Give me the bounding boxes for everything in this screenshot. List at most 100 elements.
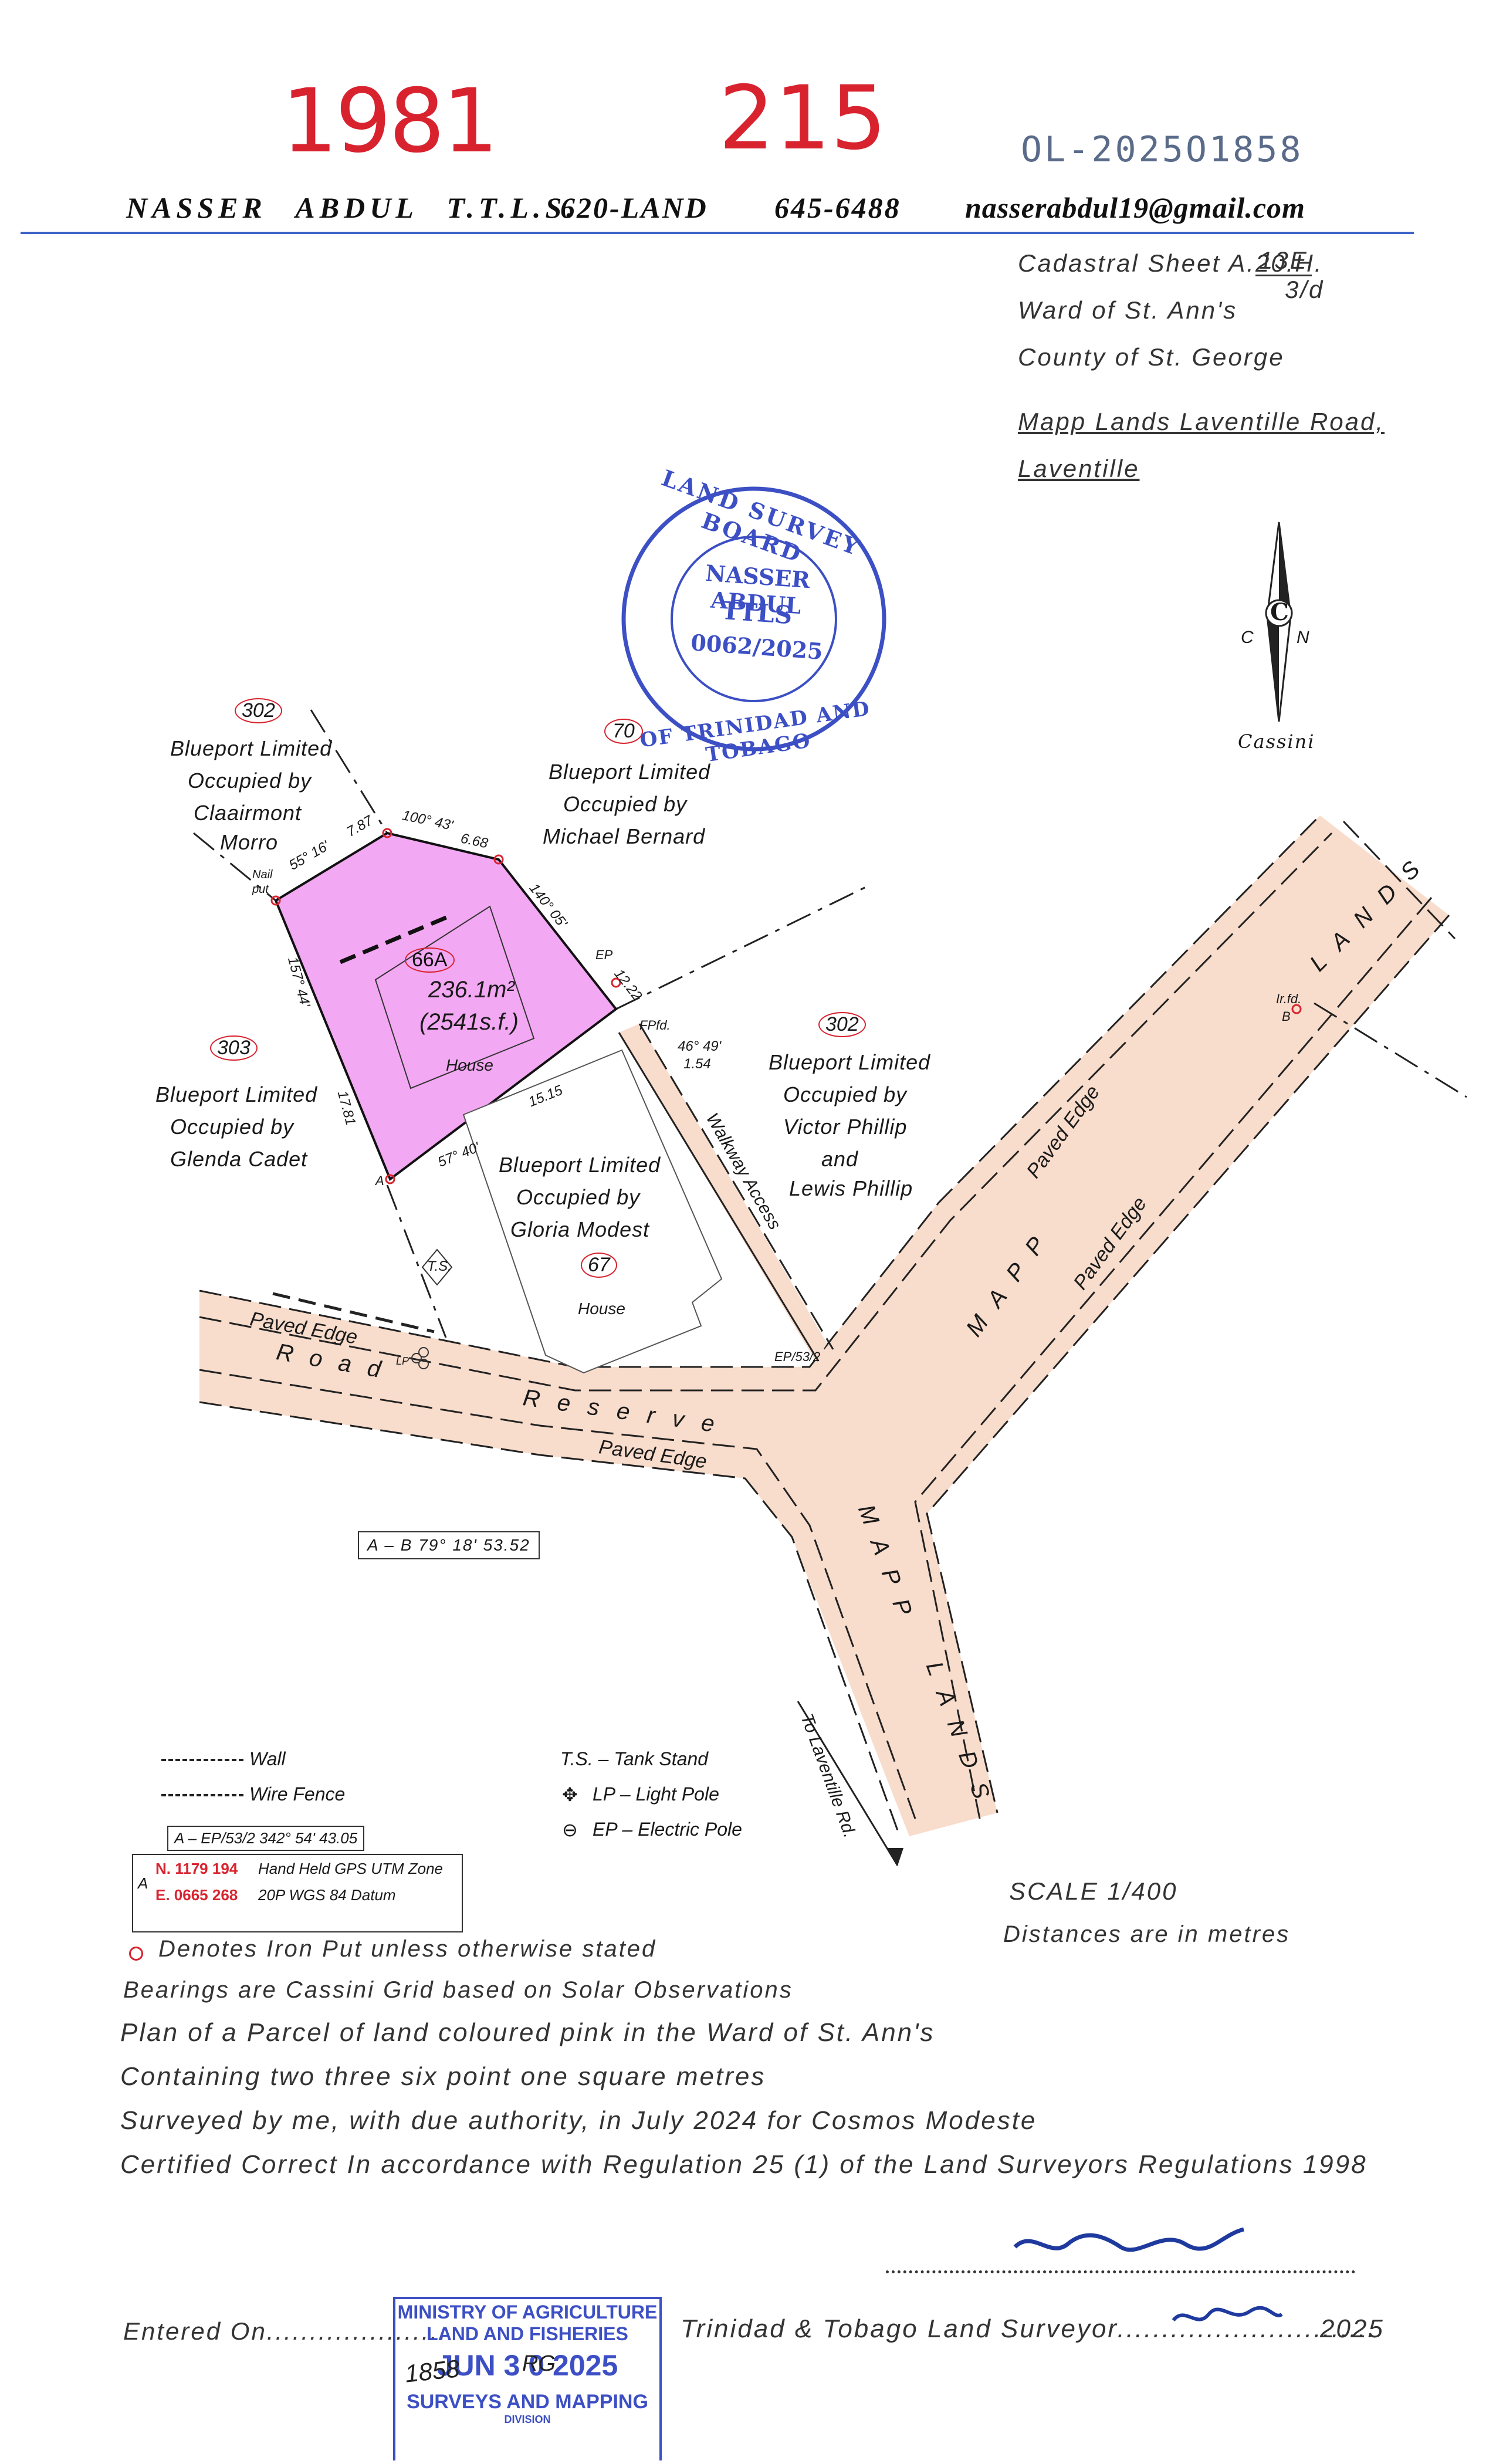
road-edge bbox=[1342, 820, 1456, 940]
header-rule bbox=[21, 232, 1414, 234]
signature bbox=[1013, 2227, 1244, 2252]
ts-label: T.S. bbox=[427, 1258, 452, 1274]
scale-label: SCALE 1/400 bbox=[1009, 1877, 1178, 1905]
plan-number-left: 1981 bbox=[282, 70, 499, 172]
parcel-302-r-l2: Occupied by bbox=[783, 1082, 908, 1106]
parcel-302-tl-l4: Morro bbox=[220, 830, 279, 854]
sheet-numerator: 13E bbox=[1255, 246, 1312, 276]
put-label: put bbox=[252, 883, 269, 896]
survey-board-stamp bbox=[621, 486, 886, 752]
note-bearings: Bearings are Cassini Grid based on Solar… bbox=[123, 1977, 793, 2003]
legend-wall: Wall bbox=[249, 1748, 286, 1769]
house-67 bbox=[462, 1049, 723, 1374]
gps-easting-desc: 20P WGS 84 Datum bbox=[258, 1886, 396, 1904]
footer-year: 2025 bbox=[1320, 2314, 1385, 2343]
road-edge bbox=[199, 1369, 916, 1819]
parcel-70-l1: Blueport Limited bbox=[549, 760, 711, 784]
surveyor-line: Trinidad & Tobago Land Surveyor.........… bbox=[681, 2314, 1376, 2343]
legend-lp: LP – Light Pole bbox=[593, 1783, 719, 1805]
gps-row1: A – EP/53/2 342° 54' 43.05 bbox=[167, 1826, 365, 1851]
to-laventille-arrow bbox=[797, 1701, 899, 1866]
lp-label: LP bbox=[396, 1355, 409, 1367]
gps-northing-desc: Hand Held GPS UTM Zone bbox=[258, 1860, 444, 1877]
sheet-denominator: 3/d bbox=[1285, 276, 1325, 303]
surveyor-name: NASSER ABDUL T.T.L.S. bbox=[126, 191, 578, 224]
legend-ts: T.S. – Tank Stand bbox=[560, 1748, 709, 1769]
wall-segment bbox=[272, 1292, 435, 1333]
email: nasserabdul19@gmail.com bbox=[965, 191, 1305, 224]
parcel-67-num: 67 bbox=[581, 1253, 617, 1278]
reference-number: OL-2025O1858 bbox=[1021, 129, 1304, 170]
legend-lp-icon: ✥ bbox=[562, 1784, 578, 1805]
note-surveyed: Surveyed by me, with due authority, in J… bbox=[120, 2106, 1037, 2135]
road-edge bbox=[199, 832, 1333, 1392]
iron-puts bbox=[270, 828, 1302, 1184]
address-line-1: Mapp Lands Laventille Road, bbox=[1018, 408, 1385, 435]
cadastral-sheet: Cadastral Sheet A.20.H. bbox=[1018, 249, 1324, 277]
iron-put-symbol bbox=[129, 1947, 143, 1961]
parcel-66a-area-sf: (2541s.f.) bbox=[419, 1009, 519, 1035]
north-c: C bbox=[1270, 598, 1289, 626]
stamp-date: JUN 3 0 2025 bbox=[436, 2349, 618, 2382]
phone-number: 645-6488 bbox=[774, 191, 901, 224]
parcel-302-r-l4: and bbox=[821, 1147, 859, 1171]
parcel-67-house: House bbox=[578, 1299, 625, 1318]
parcel-67-l3: Gloria Modest bbox=[510, 1217, 650, 1241]
parcel-70-num: 70 bbox=[604, 719, 643, 744]
legend-wire-line bbox=[161, 1794, 243, 1796]
road-edge bbox=[199, 814, 1321, 1368]
parcel-302-tl-num: 302 bbox=[235, 698, 282, 723]
stamp-ministry-l3: SURVEYS AND MAPPING bbox=[407, 2391, 648, 2413]
fpfd-label: FPfd. bbox=[639, 1018, 671, 1033]
gps-northing: N. 1179 194 bbox=[155, 1860, 238, 1877]
light-pole-icon bbox=[411, 1347, 429, 1369]
ep-label: EP bbox=[595, 947, 613, 962]
note-containing: Containing two three six point one squar… bbox=[120, 2062, 766, 2091]
tank-stand bbox=[421, 1248, 453, 1286]
parcel-302-tl-l2: Occupied by bbox=[188, 769, 312, 793]
reserve-road-fill bbox=[199, 815, 1449, 1836]
ep-53-2-label: EP/53/2 bbox=[774, 1349, 821, 1364]
note-iron: Denotes Iron Put unless otherwise stated bbox=[158, 1936, 657, 1962]
bearing-box: A – B 79° 18' 53.52 bbox=[358, 1531, 540, 1559]
arrow-head bbox=[887, 1848, 903, 1866]
walkway-fill bbox=[619, 1024, 827, 1361]
north-c-label: C bbox=[1241, 628, 1254, 647]
parcel-302-tl-l1: Blueport Limited bbox=[170, 736, 333, 760]
irfd-label: Ir.fd. bbox=[1276, 991, 1302, 1006]
house-66a bbox=[374, 905, 535, 1089]
road-edge bbox=[914, 897, 1433, 1819]
gps-easting: E. 0665 268 bbox=[155, 1886, 238, 1904]
distance-4: 1.54 bbox=[683, 1056, 711, 1072]
stamp-hand-1858: 1858 bbox=[403, 2354, 461, 2388]
bearing-4: 46° 49' bbox=[678, 1038, 722, 1054]
parcel-303-num: 303 bbox=[210, 1035, 258, 1061]
road-network bbox=[199, 814, 1456, 1866]
parcel-66a-area: 236.1m² bbox=[428, 977, 515, 1003]
note-plan: Plan of a Parcel of land coloured pink i… bbox=[120, 2018, 935, 2047]
parcel-302-r-l5: Lewis Phillip bbox=[789, 1176, 913, 1200]
parcel-66a-house: House bbox=[446, 1056, 493, 1074]
parcel-302-r-num: 302 bbox=[818, 1012, 866, 1037]
stamp-hand-rg: RG bbox=[522, 2351, 556, 2376]
parcel-70-l2: Occupied by bbox=[563, 792, 688, 816]
gps-point-a: A bbox=[138, 1874, 148, 1892]
parcel-302-r-l3: Victor Phillip bbox=[783, 1115, 908, 1139]
point-a: A bbox=[375, 1173, 384, 1188]
wire-fences bbox=[193, 709, 1467, 1338]
ministry-stamp: MINISTRY OF AGRICULTURE LAND AND FISHERI… bbox=[393, 2297, 662, 2460]
wall-across bbox=[339, 913, 453, 964]
parcel-67-l2: Occupied by bbox=[516, 1185, 641, 1209]
legend-ep: EP – Electric Pole bbox=[593, 1819, 742, 1840]
walkway-edge bbox=[618, 1032, 820, 1362]
parcel-302-tl-l3: Claairmont bbox=[194, 801, 302, 825]
parcel-66a bbox=[274, 831, 618, 1182]
north-cassini: Cassini bbox=[1238, 730, 1315, 753]
stamp-ministry-l2: LAND AND FISHERIES bbox=[427, 2323, 628, 2344]
point-b: B bbox=[1282, 1009, 1291, 1024]
parcel-303-l1: Blueport Limited bbox=[155, 1082, 318, 1106]
address-line-2: Laventille bbox=[1018, 455, 1140, 482]
ward: Ward of St. Ann's bbox=[1018, 296, 1238, 324]
road-edge bbox=[199, 1401, 899, 1831]
